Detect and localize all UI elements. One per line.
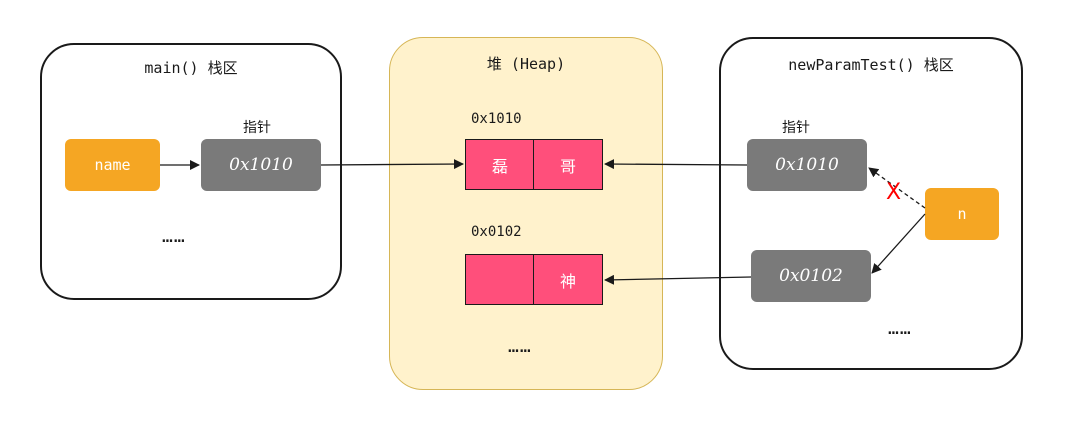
main-pointer-address: 0x1010	[201, 139, 321, 191]
heap-block2-cell-1	[465, 254, 535, 305]
heap-block2-cell-2: 神	[533, 254, 603, 305]
arrow-n-to-old-pointer-dashed	[868, 167, 926, 209]
heap-block1-cell-1: 磊	[465, 139, 535, 190]
heap-ellipsis: ……	[508, 336, 532, 357]
func-stack-ellipsis: ……	[888, 318, 912, 339]
arrow-main-pointer-to-heap	[320, 159, 464, 170]
func-new-pointer-address: 0x0102	[751, 250, 871, 302]
arrow-func-pointer-to-heap	[604, 159, 748, 170]
func-n-variable: n	[925, 188, 999, 240]
main-stack-panel: main() 栈区	[40, 43, 342, 300]
func-pointer-label: 指针	[782, 120, 810, 136]
main-stack-title: main() 栈区	[144, 59, 238, 77]
heap-block1-address: 0x1010	[471, 111, 522, 127]
cross-mark: X	[886, 180, 901, 205]
arrow-n-to-new-pointer	[871, 213, 926, 274]
main-name-variable: name	[65, 139, 160, 191]
func-stack-title: newParamTest() 栈区	[788, 56, 954, 74]
arrow-new-pointer-to-heap	[604, 274, 752, 285]
main-stack-ellipsis: ……	[162, 226, 186, 247]
func-stack-panel: newParamTest() 栈区	[719, 37, 1023, 370]
func-old-pointer-address: 0x1010	[747, 139, 867, 191]
main-pointer-label: 指针	[243, 120, 271, 136]
heap-title: 堆 (Heap)	[486, 55, 566, 73]
heap-block2-address: 0x0102	[471, 224, 522, 240]
heap-block1-cell-2: 哥	[533, 139, 603, 190]
heap-panel: 堆 (Heap)	[389, 37, 663, 390]
